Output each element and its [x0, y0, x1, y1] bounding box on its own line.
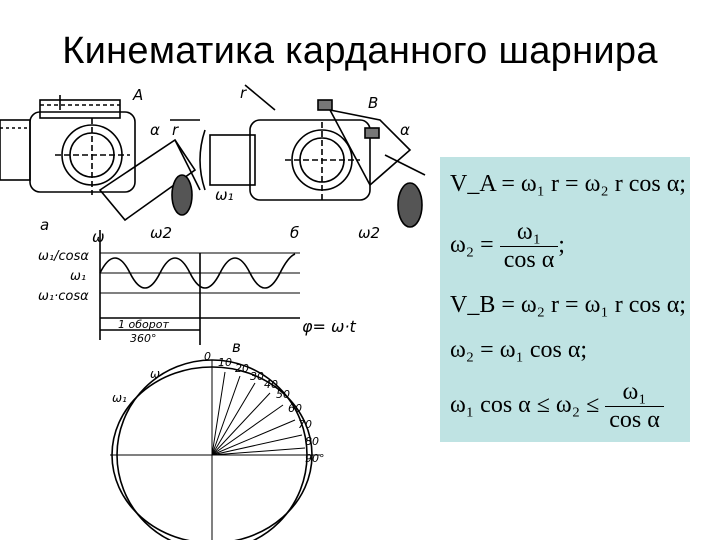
joint-b-drawing	[199, 84, 426, 228]
graph-y-label: ω	[92, 228, 105, 246]
polar-angle-labels: 0 10 20 30 40 50 60 70 80 90°	[204, 350, 325, 465]
formula-inequality: ω₁ cos α ≤ ω₂ ≤ ω₁ cos α	[450, 379, 664, 434]
polar-angle-40: 40	[264, 378, 278, 391]
polar-angle-90: 90°	[305, 452, 325, 465]
polar-angle-60: 60	[288, 402, 302, 415]
polar-angle-70: 70	[298, 418, 312, 431]
label-r-top: r	[240, 84, 247, 102]
graph-turn-deg: 360°	[130, 332, 157, 345]
polar-angle-0: 0	[204, 350, 211, 363]
label-r-left: r	[172, 121, 179, 139]
polar-omega1-label: ω₁	[112, 391, 127, 405]
formula-omega2-cos: ω₂ = ω₁ cos α;	[450, 337, 588, 363]
formula-fraction-2: ω₁ cos α	[605, 379, 664, 434]
speed-wave	[99, 253, 296, 289]
formula-omega2-left: ω₂ =	[450, 232, 494, 259]
page-title: Кинематика карданного шарнира	[62, 30, 658, 72]
label-alpha-right: α	[400, 121, 410, 139]
label-A: A	[132, 86, 143, 104]
label-omega1: ω₁	[215, 186, 234, 204]
polar-angle-80: 80	[305, 435, 319, 448]
polar-angle-10: 10	[218, 356, 232, 369]
fraction-1-numerator: ω₁	[499, 219, 559, 247]
graph-level-bot: ω₁·cosα	[38, 289, 89, 304]
polar-omega-label: ω	[150, 367, 160, 381]
fraction-2-numerator: ω₁	[605, 379, 664, 407]
graph-level-mid: ω₁	[70, 269, 86, 284]
polar-angle-20: 20	[235, 362, 249, 375]
label-b: б	[290, 224, 299, 242]
label-B: B	[368, 94, 378, 112]
polar-angle-30: 30	[250, 370, 264, 383]
label-alpha-left: α	[150, 121, 160, 139]
label-omega2-right: ω2	[358, 224, 380, 242]
graph-turn-label: 1 оборот	[118, 318, 169, 331]
cardan-joint-diagram: A B r α r α ω₁ ω2 ω2 a б в ω ω₁/cosα ω₁ …	[0, 84, 426, 540]
fraction-1-denominator: cos α	[503, 247, 555, 273]
formula-ineq-left: ω₁ cos α ≤ ω₂ ≤	[450, 392, 600, 419]
polar-angle-50: 50	[276, 388, 290, 401]
formula-va: V_A = ω₁ r = ω₂ r cos α;	[450, 171, 686, 197]
formula-panel: V_A = ω₁ r = ω₂ r cos α; ω₂ = ω₁ cos α ;…	[440, 157, 690, 442]
speed-graph	[99, 230, 300, 345]
formula-vb: V_B = ω₂ r = ω₁ r cos α;	[450, 292, 686, 318]
label-a: a	[40, 216, 49, 234]
polar-plot	[110, 359, 320, 540]
joint-a-drawing	[0, 95, 201, 222]
graph-level-top: ω₁/cosα	[38, 249, 89, 264]
fraction-2-denominator: cos α	[609, 407, 660, 433]
label-omega2-left: ω2	[150, 224, 172, 242]
formula-omega2-ratio: ω₂ = ω₁ cos α ;	[450, 219, 565, 274]
graph-phi-eq: φ= ω·t	[302, 317, 357, 336]
label-v: в	[232, 338, 241, 356]
formula-fraction-1: ω₁ cos α	[499, 219, 559, 274]
